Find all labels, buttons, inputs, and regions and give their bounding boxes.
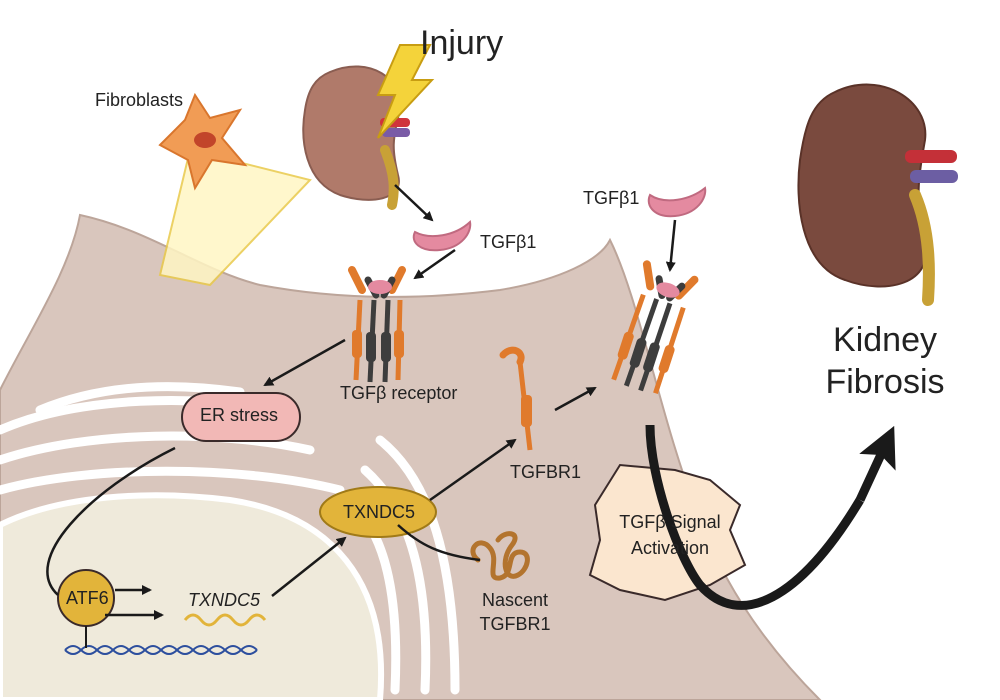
kidney-fibrosis-line1: Kidney — [833, 321, 937, 359]
signal-label-line2: Activation — [630, 538, 710, 558]
injury-lightning-icon — [376, 44, 435, 139]
nascent-label-line2: TGFBR1 — [479, 614, 551, 634]
tgfb-receptor-label: TGFβ receptor — [340, 383, 458, 403]
nascent-tgfbr1-squiggle — [470, 531, 530, 581]
tgfb-receptor-left — [348, 266, 406, 383]
fibrosis-arrowhead-line — [855, 425, 896, 502]
tgfb1-ligand-right — [647, 186, 707, 218]
tgfb1-ligand-left — [412, 220, 472, 252]
tgfbr1-label: TGFBR1 — [510, 462, 582, 482]
txndc5-box — [319, 486, 437, 538]
tgfb1-label-right: TGFβ1 — [583, 188, 640, 208]
txndc5-mrna — [183, 613, 267, 627]
fibrotic-kidney — [797, 83, 958, 306]
dna-strand — [64, 645, 258, 655]
signal-label-line1: TGFβ Signal — [619, 512, 721, 532]
fibroblasts-label: Fibroblasts — [95, 90, 184, 110]
signal-activation-star — [588, 463, 747, 602]
kidney-fibrosis-line2: Fibrosis — [825, 363, 945, 401]
tgfbr1-protein — [499, 346, 533, 451]
tgfb1-label-left: TGFβ1 — [480, 232, 537, 252]
er-stress-label: ER stress — [200, 405, 279, 425]
fibroblast-icon — [158, 92, 248, 191]
txndc5-gene-label: TXNDC5 — [188, 590, 261, 610]
pathway-arrows — [46, 184, 677, 620]
injury-label: Injury — [420, 24, 504, 62]
nascent-label-line1: Nascent — [481, 590, 549, 610]
magnify-beam — [158, 148, 312, 287]
tgfb-receptor-right — [611, 260, 699, 395]
er-stress-box — [181, 392, 301, 442]
atf6-label: ATF6 — [66, 588, 109, 608]
txndc5-label: TXNDC5 — [343, 502, 416, 522]
signal-to-fibrosis-arrow — [645, 424, 864, 610]
